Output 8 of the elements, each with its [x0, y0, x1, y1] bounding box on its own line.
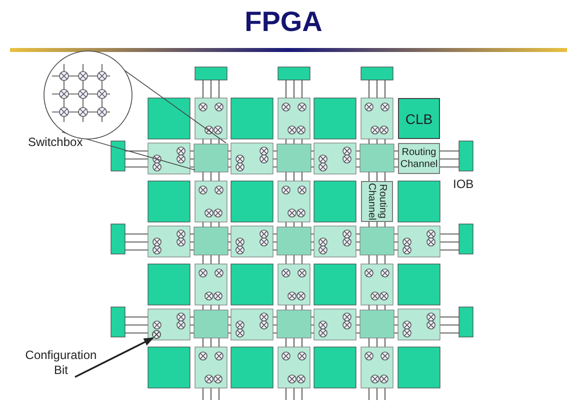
arrow [74, 337, 154, 378]
clb-block: CLB [398, 98, 440, 139]
callout-text: Configuration Bit [22, 348, 100, 378]
title-text: FPGA [244, 6, 324, 38]
routing-channel-box: Routing Channel [361, 181, 393, 222]
iob-label: IOB [453, 177, 474, 191]
routing-channel-box: Routing Channel [398, 143, 440, 174]
switchbox-label: Switchbox [28, 135, 83, 149]
